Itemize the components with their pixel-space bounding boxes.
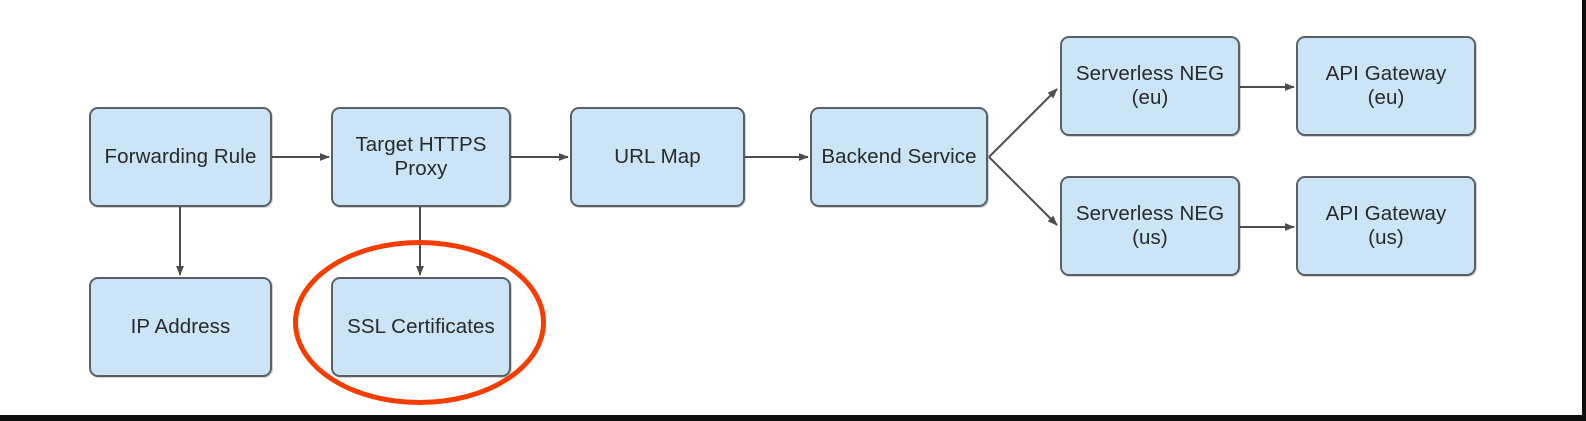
node-api-gateway-us-label: API Gateway (us) — [1325, 201, 1447, 249]
node-forwarding-rule-label: Forwarding Rule — [104, 144, 257, 168]
node-url-map[interactable]: URL Map — [570, 107, 745, 207]
node-ip-address[interactable]: IP Address — [89, 277, 272, 377]
node-serverless-neg-us-label: Serverless NEG (us) — [1075, 201, 1225, 249]
node-ssl-certificates-label: SSL Certificates — [347, 314, 495, 338]
node-url-map-label: URL Map — [614, 144, 701, 168]
node-serverless-neg-eu-label: Serverless NEG (eu) — [1075, 61, 1225, 109]
node-backend-service-label: Backend Service — [821, 144, 977, 168]
node-forwarding-rule[interactable]: Forwarding Rule — [89, 107, 272, 207]
edge-backend-service-to-serverless-neg-eu — [988, 88, 1058, 158]
node-api-gateway-eu[interactable]: API Gateway (eu) — [1296, 36, 1476, 136]
ssl-certificates-highlight-ellipse — [293, 240, 546, 405]
node-serverless-neg-us[interactable]: Serverless NEG (us) — [1060, 176, 1240, 276]
node-target-https-proxy-label: Target HTTPS Proxy — [355, 132, 487, 180]
node-ssl-certificates[interactable]: SSL Certificates — [331, 277, 511, 377]
node-api-gateway-us[interactable]: API Gateway (us) — [1296, 176, 1476, 276]
node-serverless-neg-eu[interactable]: Serverless NEG (eu) — [1060, 36, 1240, 136]
node-backend-service[interactable]: Backend Service — [810, 107, 988, 207]
edge-backend-service-to-serverless-neg-us — [988, 156, 1058, 226]
node-api-gateway-eu-label: API Gateway (eu) — [1325, 61, 1447, 109]
node-target-https-proxy[interactable]: Target HTTPS Proxy — [331, 107, 511, 207]
node-ip-address-label: IP Address — [130, 314, 231, 338]
